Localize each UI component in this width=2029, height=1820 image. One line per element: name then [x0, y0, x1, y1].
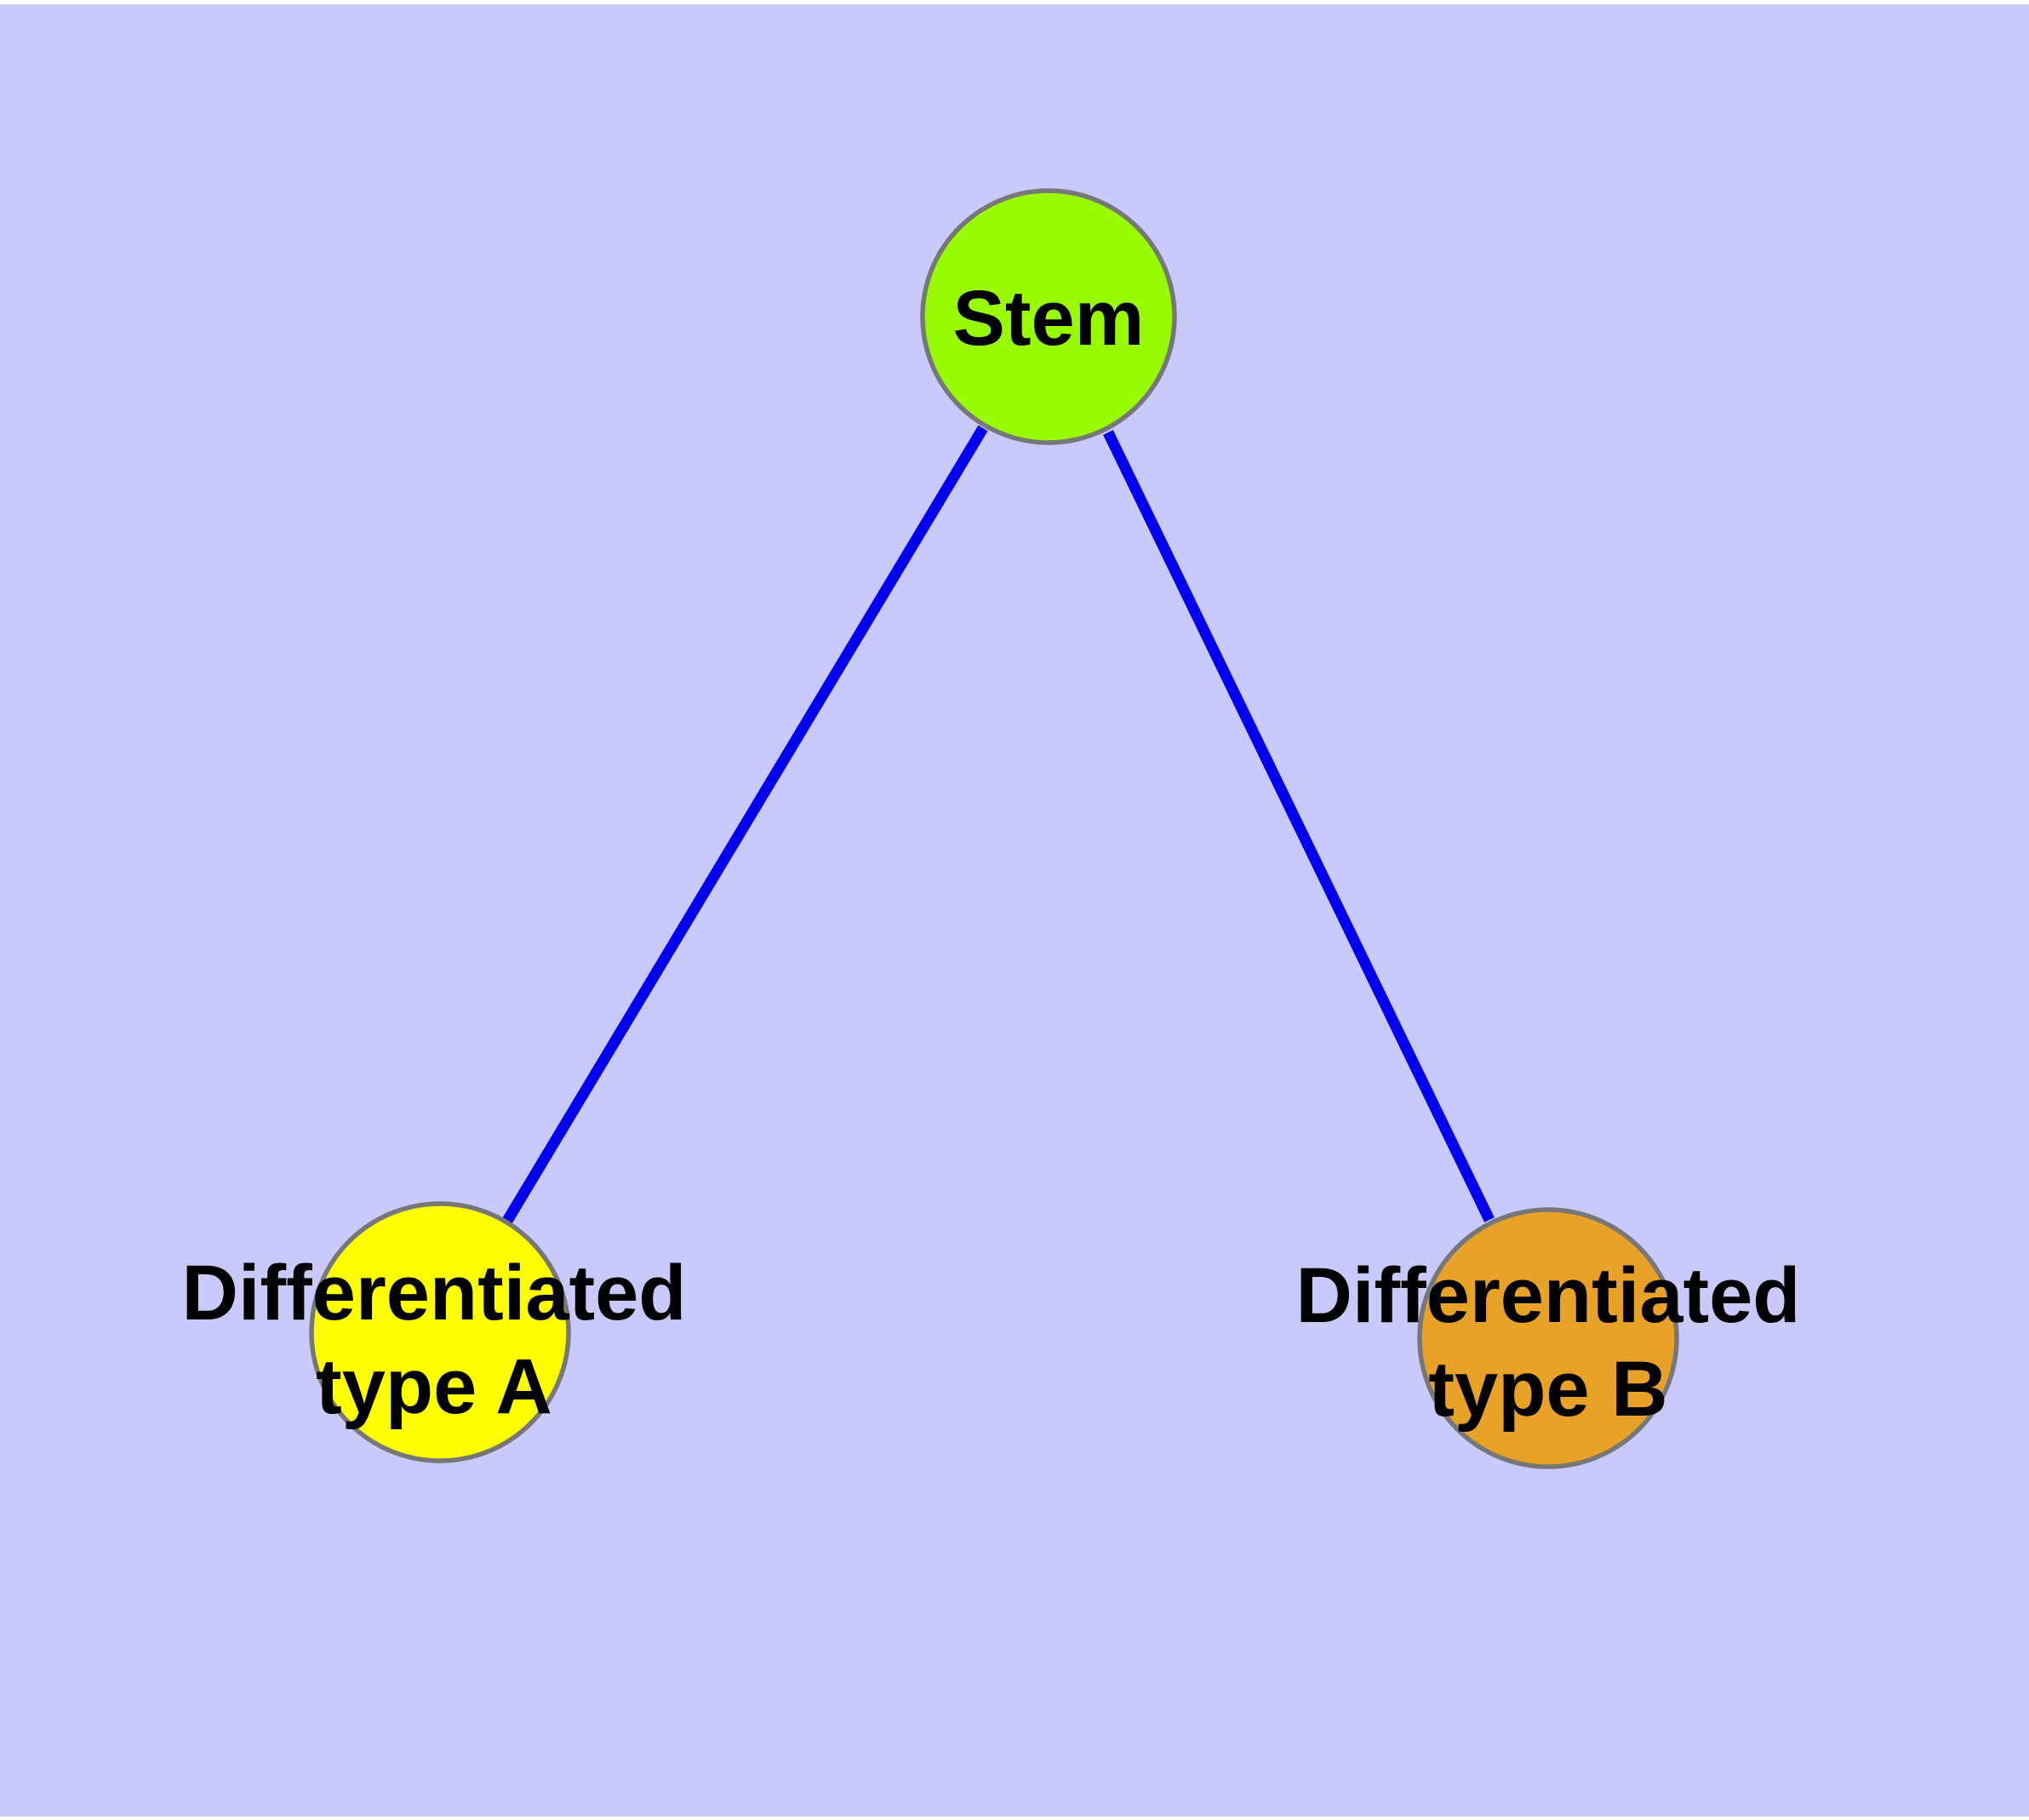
node-type-b-circle	[1417, 1207, 1679, 1469]
edge-stem-to-type-b	[1103, 430, 1495, 1222]
edge-stem-to-type-a	[502, 425, 988, 1224]
node-type-a-circle	[309, 1201, 571, 1463]
node-stem-circle	[920, 188, 1177, 445]
node-type-b-label-line2: type B	[1428, 1346, 1667, 1433]
node-type-a-label-line1: Differentiated	[182, 1250, 687, 1336]
node-type-a-label-line2: type A	[316, 1343, 552, 1430]
node-type-b-label-line1: Differentiated	[1296, 1252, 1801, 1339]
node-stem-label: Stem	[953, 275, 1145, 362]
